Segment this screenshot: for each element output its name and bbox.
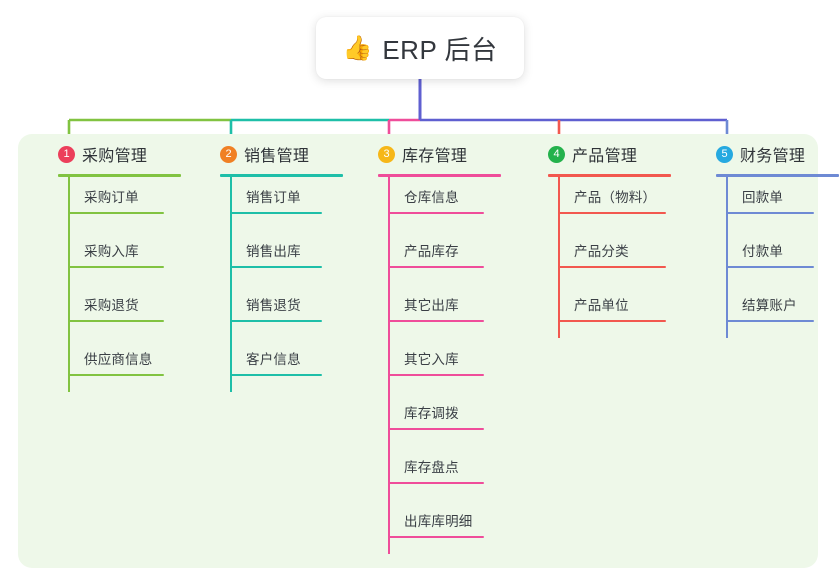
root-node-card[interactable]: 👍 ERP 后台 xyxy=(316,17,524,79)
branch-item[interactable]: 产品分类 xyxy=(558,230,668,284)
branch-item[interactable]: 产品库存 xyxy=(388,230,498,284)
branch-item[interactable]: 产品（物料） xyxy=(558,176,668,230)
branch-item-rule xyxy=(388,374,484,376)
branch-number-badge: 5 xyxy=(716,145,733,163)
branch-item-rule xyxy=(558,266,666,268)
branch-item[interactable]: 结算账户 xyxy=(726,284,836,338)
branch-item[interactable]: 采购订单 xyxy=(68,176,178,230)
branch-column-3: 3 库存管理仓库信息产品库存其它出库其它入库库存调拨库存盘点出库库明细 xyxy=(356,134,516,554)
root-node-title: ERP 后台 xyxy=(382,34,498,65)
branch-number-badge: 4 xyxy=(548,145,565,163)
branch-item[interactable]: 客户信息 xyxy=(230,338,340,392)
branch-item-label: 其它出库 xyxy=(404,298,459,313)
branch-item-label: 回款单 xyxy=(742,190,784,205)
branch-item[interactable]: 采购退货 xyxy=(68,284,178,338)
branch-item-label: 销售退货 xyxy=(246,298,301,313)
branch-item[interactable]: 其它入库 xyxy=(388,338,498,392)
branch-item[interactable]: 销售出库 xyxy=(230,230,340,284)
branch-title: 采购管理 xyxy=(82,148,148,165)
branch-item-rule xyxy=(558,212,666,214)
branch-item-rule xyxy=(388,266,484,268)
branch-item-label: 销售出库 xyxy=(246,244,301,259)
branch-item-label: 付款单 xyxy=(742,244,784,259)
branch-underline xyxy=(58,174,181,177)
branch-item-rule xyxy=(68,266,164,268)
branch-title: 库存管理 xyxy=(402,148,468,165)
branch-item-label: 销售订单 xyxy=(246,190,301,205)
branch-item[interactable]: 销售订单 xyxy=(230,176,340,230)
branch-item[interactable]: 回款单 xyxy=(726,176,836,230)
branch-item-rule xyxy=(230,212,322,214)
branch-column-2: 2 销售管理销售订单销售出库销售退货客户信息 xyxy=(198,134,358,392)
branch-item[interactable]: 付款单 xyxy=(726,230,836,284)
branch-title: 产品管理 xyxy=(572,148,638,165)
branch-column-1: 1 采购管理采购订单采购入库采购退货供应商信息 xyxy=(36,134,196,392)
branch-column-4: 4 产品管理产品（物料） 产品分类产品单位 xyxy=(526,134,686,338)
branch-item[interactable]: 产品单位 xyxy=(558,284,668,338)
branch-item[interactable]: 销售退货 xyxy=(230,284,340,338)
branch-item[interactable]: 库存盘点 xyxy=(388,446,498,500)
branch-item[interactable]: 其它出库 xyxy=(388,284,498,338)
branch-item-label: 采购退货 xyxy=(84,298,139,313)
branch-spine xyxy=(230,176,232,392)
branch-spine xyxy=(726,176,728,338)
branch-item-label: 仓库信息 xyxy=(404,190,459,205)
branch-item-label: 客户信息 xyxy=(246,352,301,367)
branch-item-label: 产品分类 xyxy=(574,244,629,259)
branch-underline xyxy=(220,174,343,177)
branch-title: 财务管理 xyxy=(740,148,806,165)
branch-item-rule xyxy=(388,482,484,484)
branch-underline xyxy=(716,174,839,177)
branch-item-label: 采购入库 xyxy=(84,244,139,259)
branch-item-rule xyxy=(230,266,322,268)
branch-item-rule xyxy=(68,320,164,322)
branch-item-label: 库存盘点 xyxy=(404,460,459,475)
branch-header-1[interactable]: 1 采购管理 xyxy=(36,134,196,174)
branch-item-label: 采购订单 xyxy=(84,190,139,205)
branch-number-badge: 3 xyxy=(378,145,395,163)
thumbs-up-icon: 👍 xyxy=(342,35,373,62)
branch-underline xyxy=(378,174,501,177)
branch-item-rule xyxy=(388,320,484,322)
branch-spine xyxy=(68,176,70,392)
branch-item-rule xyxy=(388,212,484,214)
branch-item[interactable]: 仓库信息 xyxy=(388,176,498,230)
branch-columns: 1 采购管理采购订单采购入库采购退货供应商信息 2 销售管理销售订单销售出库销售退货客… xyxy=(18,134,839,568)
branch-spine xyxy=(388,176,390,554)
branch-item[interactable]: 供应商信息 xyxy=(68,338,178,392)
branch-item-rule xyxy=(388,428,484,430)
branch-item[interactable]: 库存调拨 xyxy=(388,392,498,446)
branch-item-rule xyxy=(726,320,814,322)
branch-header-5[interactable]: 5 财务管理 xyxy=(694,134,839,174)
branch-item-rule xyxy=(726,212,814,214)
branch-item-rule xyxy=(68,374,164,376)
branch-title: 销售管理 xyxy=(244,148,310,165)
branch-item-rule xyxy=(68,212,164,214)
branch-header-2[interactable]: 2 销售管理 xyxy=(198,134,358,174)
branch-spine xyxy=(558,176,560,338)
branch-header-3[interactable]: 3 库存管理 xyxy=(356,134,516,174)
branch-underline xyxy=(548,174,671,177)
branch-number-badge: 2 xyxy=(220,145,237,163)
branch-item-label: 产品单位 xyxy=(574,298,629,313)
branch-item[interactable]: 出库库明细 xyxy=(388,500,498,554)
branch-item-label: 库存调拨 xyxy=(404,406,459,421)
branch-item-label: 供应商信息 xyxy=(84,352,153,367)
branches-panel xyxy=(18,134,818,568)
branch-item-label: 结算账户 xyxy=(742,298,797,313)
branch-item-label: 其它入库 xyxy=(404,352,459,367)
branch-item-rule xyxy=(388,536,484,538)
branch-column-5: 5 财务管理回款单付款单结算账户 xyxy=(694,134,839,338)
branch-item-rule xyxy=(558,320,666,322)
branch-number-badge: 1 xyxy=(58,145,75,163)
branch-item-rule xyxy=(726,266,814,268)
branch-item[interactable]: 采购入库 xyxy=(68,230,178,284)
branch-item-label: 产品库存 xyxy=(404,244,459,259)
branch-item-rule xyxy=(230,320,322,322)
branch-item-label: 产品（物料） xyxy=(574,190,657,205)
branch-header-4[interactable]: 4 产品管理 xyxy=(526,134,686,174)
branch-item-label: 出库库明细 xyxy=(404,514,473,529)
branch-item-rule xyxy=(230,374,322,376)
